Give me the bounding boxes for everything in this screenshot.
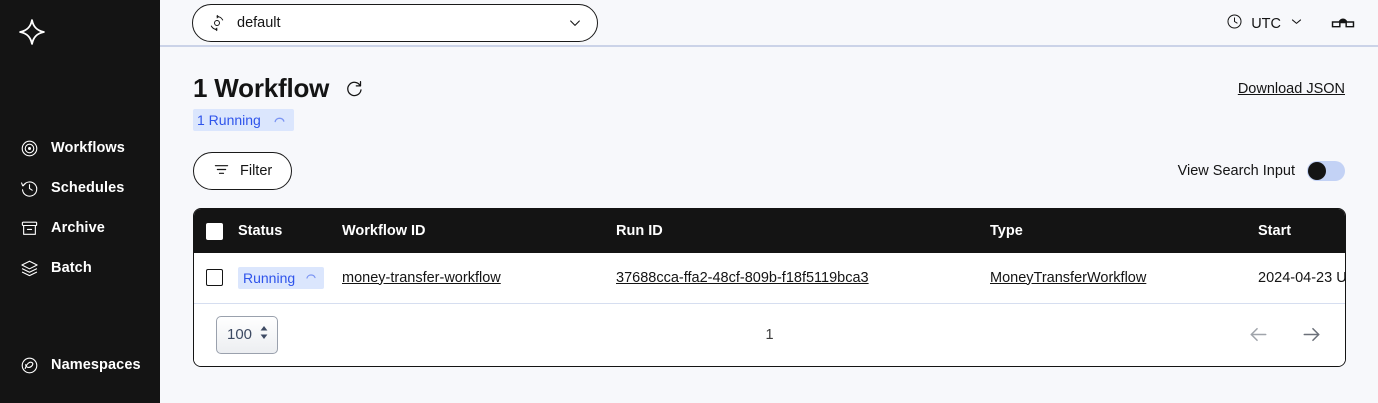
filter-button-label: Filter [240, 163, 273, 179]
top-bar: default UTC [160, 0, 1378, 47]
namespace-icon [207, 13, 227, 33]
cell-start: 2024-04-23 U [1258, 269, 1346, 286]
sidebar-item-label: Batch [51, 260, 92, 276]
workflow-id-link[interactable]: money-transfer-workflow [342, 269, 501, 286]
cell-status: Running [238, 253, 342, 303]
column-header-type[interactable]: Type [990, 223, 1023, 239]
top-bar-right: UTC [1226, 0, 1356, 47]
select-all-header [194, 209, 238, 253]
sidebar-item-schedules[interactable]: Schedules [0, 168, 160, 208]
pagination-bar: 100 1 [194, 303, 1345, 366]
temporal-logo[interactable] [14, 14, 50, 50]
clock-icon [1226, 13, 1243, 35]
view-search-input-label: View Search Input [1177, 163, 1295, 179]
refresh-icon[interactable] [345, 79, 364, 98]
sidebar-primary-nav: Workflows Schedules [0, 128, 160, 288]
cell-workflow-id: money-transfer-workflow [342, 253, 616, 303]
workflows-icon [18, 137, 40, 159]
sidebar-item-archive[interactable]: Archive [0, 208, 160, 248]
status-badges: 1 Running [193, 109, 1345, 131]
sidebar-item-label: Archive [51, 220, 105, 236]
column-header-workflow-id[interactable]: Workflow ID [342, 223, 426, 239]
timezone-selector[interactable]: UTC [1226, 13, 1304, 35]
download-json-link[interactable]: Download JSON [1237, 81, 1345, 97]
view-search-input-toggle[interactable] [1307, 161, 1345, 181]
batch-icon [18, 257, 40, 279]
spinner-icon [273, 114, 286, 127]
page-title: 1 Workflow [193, 73, 330, 103]
column-header-run-id[interactable]: Run ID [616, 223, 663, 239]
filter-button[interactable]: Filter [193, 152, 293, 190]
sidebar-item-label: Namespaces [51, 357, 141, 373]
sidebar-item-workflows[interactable]: Workflows [0, 128, 160, 168]
archive-icon [18, 217, 40, 239]
column-header-start[interactable]: Start [1258, 223, 1292, 239]
controls-row: Filter View Search Input [193, 152, 1345, 190]
run-id-link[interactable]: 37688cca-ffa2-48cf-809b-f18f5119bca3 [616, 269, 869, 286]
title-row: 1 Workflow [193, 47, 1345, 104]
view-search-input-control: View Search Input [1178, 152, 1345, 190]
row-select-cell [194, 253, 238, 303]
pagination-nav [1247, 323, 1323, 346]
sidebar-item-label: Schedules [51, 180, 125, 196]
status-badge-running[interactable]: 1 Running [193, 109, 294, 131]
sidebar-item-batch[interactable]: Batch [0, 248, 160, 288]
sidebar: Workflows Schedules [0, 0, 160, 403]
cell-run-id: 37688cca-ffa2-48cf-809b-f18f5119bca3 [616, 253, 990, 303]
main-area: default UTC [160, 0, 1378, 403]
sidebar-item-label: Workflows [51, 140, 125, 156]
status-pill-label: Running [243, 269, 296, 286]
previous-page-button[interactable] [1247, 323, 1270, 346]
glasses-icon[interactable] [1330, 14, 1356, 34]
status-badge-label: 1 Running [197, 112, 261, 128]
workflows-table: Status Workflow ID Run ID Type Start [193, 208, 1346, 367]
workflow-type-link[interactable]: MoneyTransferWorkflow [990, 269, 1147, 286]
toggle-knob [1308, 162, 1326, 180]
chevron-down-icon [1289, 14, 1304, 34]
column-header-status[interactable]: Status [238, 223, 283, 239]
chevron-down-icon [567, 15, 583, 31]
sidebar-secondary-nav: Namespaces [0, 345, 160, 385]
table-row[interactable]: Running money-transfer-workflow [194, 253, 1346, 303]
schedules-icon [18, 177, 40, 199]
row-checkbox[interactable] [206, 269, 223, 287]
timezone-label: UTC [1251, 15, 1281, 32]
status-pill-running[interactable]: Running [238, 266, 325, 289]
namespaces-icon [18, 354, 40, 376]
content-area: 1 Workflow Download JSON 1 Running [160, 47, 1378, 403]
page-size-select[interactable]: 100 [216, 315, 278, 354]
select-all-checkbox[interactable] [206, 222, 223, 240]
namespace-value: default [237, 14, 281, 31]
namespace-select[interactable]: default [192, 3, 598, 42]
current-page-number: 1 [765, 326, 774, 343]
sidebar-item-namespaces[interactable]: Namespaces [0, 345, 160, 385]
spinner-icon [305, 270, 317, 286]
filter-icon [213, 161, 230, 182]
table-header-row: Status Workflow ID Run ID Type Start [194, 209, 1345, 253]
next-page-button[interactable] [1300, 323, 1323, 346]
cell-type: MoneyTransferWorkflow [990, 253, 1258, 303]
